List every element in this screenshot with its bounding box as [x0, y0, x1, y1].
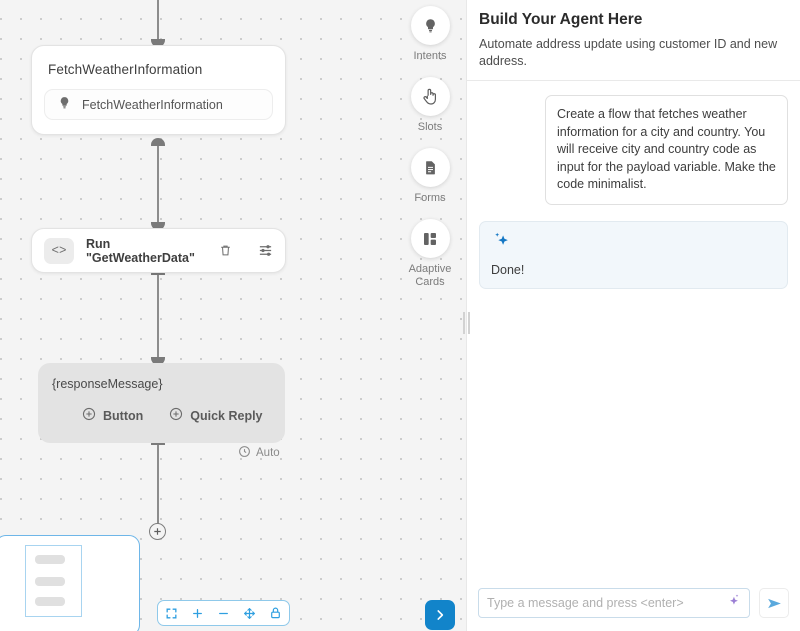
document-icon[interactable]: [410, 148, 450, 187]
layout-blocks-icon[interactable]: [410, 219, 450, 258]
code-icon: <>: [44, 237, 74, 264]
intent-chip[interactable]: FetchWeatherInformation: [44, 89, 273, 120]
trash-icon[interactable]: [219, 243, 232, 258]
connector-arrow: [151, 222, 165, 230]
add-quick-reply-label: Quick Reply: [190, 408, 263, 423]
node-palette-toolbar[interactable]: Intents Slots Forms: [400, 6, 460, 289]
page-subtitle: Automate address update using customer I…: [479, 37, 778, 68]
palette-label: Intents: [413, 50, 447, 62]
send-button[interactable]: [759, 588, 789, 618]
palette-item-intents[interactable]: Intents: [400, 6, 460, 63]
plus-circle-icon: [82, 407, 96, 424]
minimap-node: [35, 597, 65, 606]
sparkle-icon[interactable]: [725, 593, 741, 613]
fit-screen-icon[interactable]: [165, 607, 178, 620]
connector-arrow: [151, 357, 165, 365]
message-input-wrapper[interactable]: [478, 588, 750, 618]
connector-arrow: [151, 138, 165, 146]
node-run-code[interactable]: <> Run "GetWeatherData": [31, 228, 286, 273]
agent-builder-panel: Build Your Agent Here Automate address u…: [466, 0, 800, 631]
add-quick-reply-action[interactable]: Quick Reply: [169, 407, 263, 424]
connector-line: [157, 144, 159, 228]
sparkle-icon: [491, 232, 512, 254]
chat-message-assistant-text: Done!: [491, 262, 525, 277]
minimap-node: [35, 577, 65, 586]
connector-arrow: [151, 39, 165, 47]
sliders-icon[interactable]: [258, 243, 273, 258]
auto-badge-label: Auto: [256, 447, 280, 459]
chat-composer: [467, 578, 800, 631]
add-button-label: Button: [103, 408, 144, 423]
lightbulb-icon[interactable]: [410, 6, 450, 45]
response-variable: {responseMessage}: [52, 377, 163, 391]
connector-line: [157, 0, 159, 45]
intent-chip-label: FetchWeatherInformation: [82, 97, 223, 112]
canvas-zoom-toolbar[interactable]: [157, 600, 290, 626]
node-run-code-label: Run "GetWeatherData": [86, 236, 195, 265]
lock-icon[interactable]: [269, 606, 282, 620]
chat-message-assistant: Done!: [479, 220, 788, 289]
message-input[interactable]: [487, 596, 725, 610]
clock-icon: [238, 445, 251, 461]
palette-label: Adaptive Cards: [408, 263, 452, 288]
add-node-button[interactable]: [149, 523, 166, 540]
minimap[interactable]: [0, 535, 140, 631]
minimap-node: [35, 555, 65, 564]
chat-message-list: Create a flow that fetches weather infor…: [467, 81, 800, 578]
palette-item-forms[interactable]: Forms: [400, 148, 460, 205]
panel-header: Build Your Agent Here Automate address u…: [467, 0, 800, 81]
lightbulb-icon: [58, 95, 71, 115]
panel-resize-handle[interactable]: [462, 312, 471, 334]
connector-line: [157, 443, 159, 528]
palette-item-slots[interactable]: Slots: [400, 77, 460, 134]
move-icon[interactable]: [243, 607, 256, 620]
palette-item-adaptive-cards[interactable]: Adaptive Cards: [400, 219, 460, 289]
zoom-out-icon[interactable]: [217, 607, 230, 620]
plus-circle-icon: [169, 407, 183, 424]
chat-message-user: Create a flow that fetches weather infor…: [545, 95, 788, 205]
node-intent[interactable]: FetchWeatherInformation FetchWeatherInfo…: [31, 45, 286, 135]
palette-label: Forms: [414, 192, 446, 204]
node-response-message[interactable]: {responseMessage} Button: [38, 363, 285, 443]
panel-toggle-button[interactable]: [425, 600, 455, 630]
palette-label: Slots: [417, 121, 443, 133]
flow-canvas[interactable]: FetchWeatherInformation FetchWeatherInfo…: [0, 0, 466, 631]
node-title: FetchWeatherInformation: [48, 62, 203, 77]
hand-pointer-icon[interactable]: [410, 77, 450, 116]
add-button-action[interactable]: Button: [82, 407, 143, 424]
auto-badge: Auto: [238, 445, 280, 461]
minimap-viewport[interactable]: [25, 545, 82, 617]
connector-line: [157, 273, 159, 363]
page-title: Build Your Agent Here: [479, 11, 643, 28]
zoom-in-icon[interactable]: [191, 607, 204, 620]
